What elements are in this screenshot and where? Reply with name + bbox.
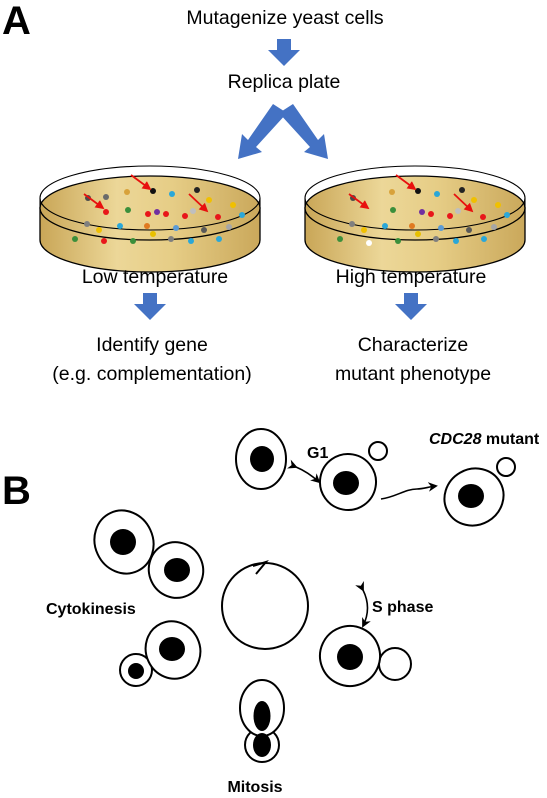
s-phase-arrow — [355, 580, 371, 628]
cdc28-gene-name: CDC28 — [429, 431, 482, 448]
cell-g1-unbudded — [235, 428, 287, 490]
panel-a-letter: A — [2, 0, 31, 43]
mutant-marker-arrow — [395, 174, 417, 191]
cdc28-mutant-label: CDC28 mutant — [429, 431, 540, 448]
step-replica-plate: Replica plate — [228, 71, 341, 93]
mutant-marker-arrow — [130, 174, 152, 191]
down-arrow-right — [395, 293, 427, 320]
cell-cdc28-mutant — [443, 457, 516, 527]
mutant-arrest-arrow — [380, 482, 438, 500]
step-mutagenize: Mutagenize yeast cells — [186, 7, 384, 29]
cells-cytokinesis-pair — [119, 620, 202, 687]
split-arrow-right — [279, 104, 328, 159]
down-arrow-left — [134, 293, 166, 320]
s-phase-label: S phase — [372, 599, 433, 616]
cell-large-bud — [319, 625, 412, 687]
cytokinesis-label: Cytokinesis — [46, 601, 136, 618]
g1-transition-arrow — [287, 459, 321, 484]
mitosis-label: Mitosis — [227, 779, 282, 796]
mutant-marker-arrow — [188, 193, 209, 213]
mutant-marker-arrow — [453, 193, 474, 213]
low-temperature-label: Low temperature — [82, 266, 228, 288]
colonies-right — [337, 187, 510, 246]
cell-cycle-circle — [221, 562, 309, 650]
mutant-suffix: mutant — [481, 431, 539, 448]
characterize-line1: Characterize — [358, 334, 469, 356]
mutant-marker-arrow — [348, 193, 370, 210]
cell-small-bud — [319, 441, 388, 511]
panel-b-letter: B — [2, 469, 31, 513]
g1-label: G1 — [307, 445, 328, 462]
petri-dish-high-temperature — [304, 165, 526, 273]
high-temperature-label: High temperature — [336, 266, 487, 288]
split-arrow-left — [238, 104, 287, 159]
cells-separated-daughters — [93, 509, 205, 599]
identify-gene-line2: (e.g. complementation) — [52, 363, 251, 385]
identify-gene-line1: Identify gene — [96, 334, 208, 356]
mutant-marker-arrow — [83, 193, 105, 210]
characterize-line2: mutant phenotype — [335, 363, 491, 385]
down-arrow-1 — [268, 39, 300, 66]
petri-dish-low-temperature — [39, 165, 261, 273]
cell-cycle-direction-arrow — [252, 560, 269, 575]
cell-mitosis — [239, 679, 285, 763]
colonies-left — [72, 187, 245, 244]
